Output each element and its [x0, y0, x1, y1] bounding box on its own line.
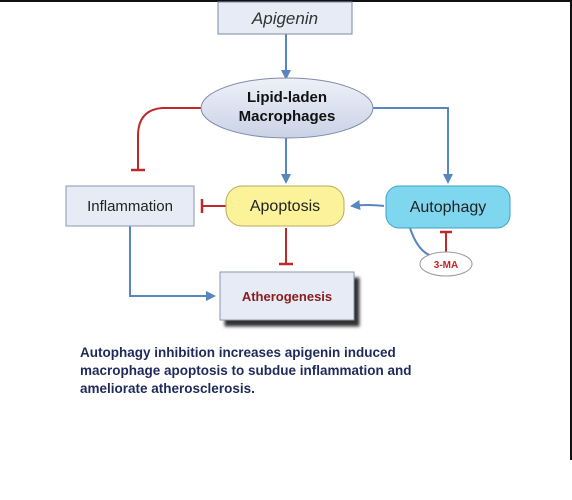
macrophages-label-line2: Macrophages — [239, 108, 336, 125]
caption: Autophagy inhibition increases apigenin … — [80, 344, 500, 398]
caption-line-2: macrophage apoptosis to subdue inflammat… — [80, 363, 412, 378]
pathway-diagram: Apigenin Lipid-laden Macrophages Inflamm… — [65, 1, 511, 321]
node-apigenin: Apigenin — [217, 1, 353, 35]
right-border-line — [570, 0, 572, 460]
node-autophagy: Autophagy — [385, 185, 511, 229]
node-lipid-laden-macrophages: Lipid-laden Macrophages — [200, 77, 374, 139]
inflammation-label: Inflammation — [87, 198, 173, 215]
connector-autophagy-to-inhibitor — [409, 227, 433, 257]
apigenin-label: Apigenin — [251, 9, 318, 28]
node-3ma-inhibitor: 3-MA — [419, 251, 473, 277]
apoptosis-label: Apoptosis — [250, 198, 320, 215]
arrow-macrophages-to-autophagy — [372, 107, 453, 184]
atherogenesis-label: Atherogenesis — [242, 289, 332, 304]
node-inflammation: Inflammation — [65, 185, 195, 227]
arrow-autophagy-to-apoptosis — [350, 200, 385, 210]
top-border-line — [0, 0, 572, 2]
inhibitor-label: 3-MA — [434, 260, 458, 271]
macrophages-label-line1: Lipid-laden — [247, 89, 327, 106]
node-atherogenesis: Atherogenesis — [219, 271, 355, 321]
arrow-inflammation-to-atherogenesis — [129, 226, 216, 301]
caption-line-3: ameliorate atherosclerosis. — [80, 381, 255, 396]
node-apoptosis: Apoptosis — [225, 185, 345, 227]
autophagy-label: Autophagy — [410, 199, 487, 216]
caption-line-1: Autophagy inhibition increases apigenin … — [80, 345, 396, 360]
inhibit-macrophages-to-inflammation — [137, 107, 214, 170]
